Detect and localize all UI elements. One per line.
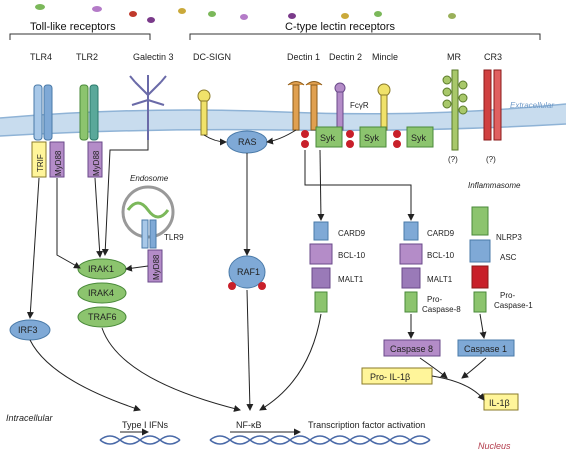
svg-text:Syk: Syk — [364, 133, 380, 143]
galectin3-receptor — [129, 75, 167, 140]
mincle-label: Mincle — [372, 52, 398, 62]
procasp8-label-b: Caspase-8 — [422, 305, 461, 314]
malt1-label-2: MALT1 — [427, 275, 453, 284]
svg-text:Syk: Syk — [320, 133, 336, 143]
bcl10-label-2: BCL-10 — [427, 251, 455, 260]
mr-receptor — [442, 69, 468, 151]
svg-text:IRF3: IRF3 — [18, 325, 38, 335]
mr-label: MR — [447, 52, 461, 62]
clr-bracket — [189, 33, 541, 40]
fcgr-label: FcγR — [350, 101, 369, 110]
svg-text:TRAF6: TRAF6 — [88, 312, 117, 322]
ligand-dots — [35, 4, 456, 23]
myd88-box-tlr4: MyD88 — [49, 141, 65, 178]
trif-box: TRIF — [31, 141, 47, 178]
dcsign-label: DC-SIGN — [193, 52, 231, 62]
dna-helix-nfkb — [209, 435, 431, 445]
irf3-node: IRF3 — [9, 319, 51, 341]
malt1-label-1: MALT1 — [338, 275, 364, 284]
tlr2-receptor — [79, 84, 99, 141]
svg-text:MyD88: MyD88 — [152, 254, 161, 280]
card9-complex-2 — [399, 221, 423, 313]
ras-node: RAS — [226, 130, 268, 154]
dectin1-label: Dectin 1 — [287, 52, 320, 62]
nlrp3-label: NLRP3 — [496, 233, 522, 242]
irak1-node: IRAK1 — [77, 258, 127, 280]
mincle-receptor — [377, 83, 391, 131]
svg-text:TRIF: TRIF — [36, 154, 45, 172]
signal-arrows — [26, 129, 487, 436]
bcl10-label-1: BCL-10 — [338, 251, 366, 260]
irak4-node: IRAK4 — [77, 282, 127, 304]
svg-text:Caspase 8: Caspase 8 — [390, 344, 433, 354]
svg-text:Pro- IL-1β: Pro- IL-1β — [370, 372, 410, 382]
procasp1-label-a: Pro- — [500, 291, 515, 300]
tlr-header: Toll-like receptors — [30, 21, 116, 33]
svg-text:Syk: Syk — [411, 133, 427, 143]
dectin2-receptor — [334, 82, 346, 131]
tlr9-receptor — [141, 219, 157, 249]
caspase1-box: Caspase 1 — [457, 339, 515, 357]
cr3-label: CR3 — [484, 52, 502, 62]
syk-box-1: Syk — [301, 126, 343, 148]
endosome-dna — [126, 201, 170, 219]
tlr4-receptor — [33, 84, 53, 141]
tlr-bracket — [9, 33, 151, 40]
card9-label-2: CARD9 — [427, 229, 455, 238]
extracellular-label: Extracellular — [510, 101, 554, 110]
myd88-box-tlr2: MyD88 — [87, 141, 103, 178]
procasp8-label-a: Pro- — [427, 295, 442, 304]
svg-text:IRAK1: IRAK1 — [88, 264, 114, 274]
inflammasome-label: Inflammasome — [468, 181, 521, 190]
myd88-box-tlr9: MyD88 — [147, 249, 163, 283]
svg-text:Caspase 1: Caspase 1 — [464, 344, 507, 354]
svg-text:IL-1β: IL-1β — [489, 398, 510, 408]
raf1-node: RAF1 — [228, 255, 266, 290]
procasp1-label-b: Caspase-1 — [494, 301, 533, 310]
dna-helix-ifn — [99, 435, 181, 445]
pro-il1b-box: Pro- IL-1β — [361, 367, 433, 385]
clr-header: C-type lectin receptors — [285, 21, 396, 33]
nucleus-label: Nucleus — [478, 441, 511, 451]
syk-box-2: Syk — [346, 126, 387, 148]
caspase8-box: Caspase 8 — [383, 339, 441, 357]
intracellular-label: Intracellular — [6, 413, 54, 423]
endosome-label: Endosome — [130, 174, 169, 183]
mr-unknown-label: (?) — [448, 155, 458, 164]
tlr9-label: TLR9 — [164, 233, 184, 242]
nfkb-label: NF-κB — [236, 420, 262, 430]
tlr4-label: TLR4 — [30, 52, 52, 62]
svg-text:MyD88: MyD88 — [92, 150, 101, 176]
syk-box-3: Syk — [393, 126, 434, 148]
tf-activation-label: Transcription factor activation — [308, 420, 425, 430]
tlr2-label: TLR2 — [76, 52, 98, 62]
traf6-node: TRAF6 — [77, 306, 127, 328]
svg-text:IRAK4: IRAK4 — [88, 288, 114, 298]
type1ifn-label: Type I IFNs — [122, 420, 169, 430]
svg-text:RAF1: RAF1 — [237, 267, 260, 277]
il1b-box: IL-1β — [483, 393, 519, 411]
nlrp3-complex — [469, 206, 491, 313]
galectin3-label: Galectin 3 — [133, 52, 174, 62]
cr3-unknown-label: (?) — [486, 155, 496, 164]
asc-label: ASC — [500, 253, 517, 262]
svg-text:RAS: RAS — [238, 137, 257, 147]
dectin2-label: Dectin 2 — [329, 52, 362, 62]
cr3-receptor — [483, 69, 502, 141]
card9-label-1: CARD9 — [338, 229, 366, 238]
card9-complex-1 — [309, 221, 333, 313]
svg-text:MyD88: MyD88 — [54, 150, 63, 176]
